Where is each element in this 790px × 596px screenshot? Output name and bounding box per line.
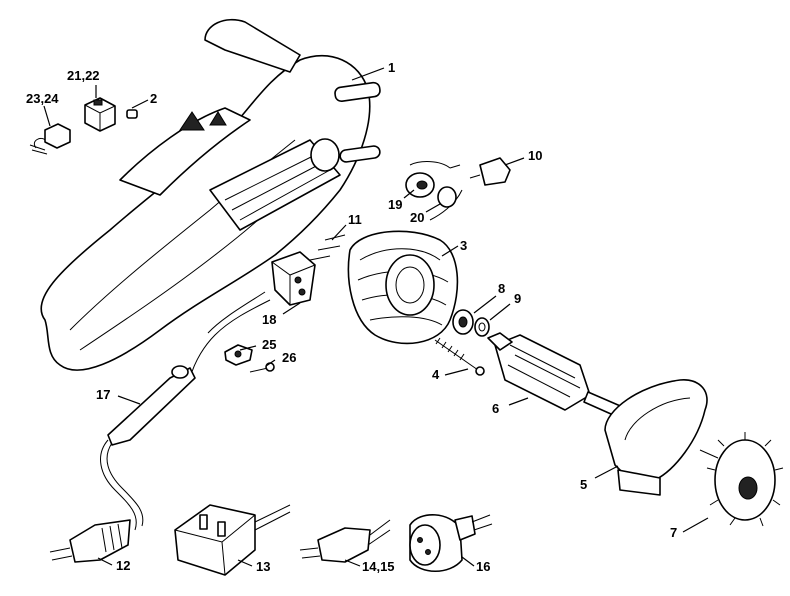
label-7: 7	[670, 525, 677, 540]
label-16: 16	[476, 559, 490, 574]
label-6: 6	[492, 401, 499, 416]
label-9: 9	[514, 291, 521, 306]
adapter-plug	[409, 514, 493, 572]
label-13: 13	[256, 559, 270, 574]
label-2: 2	[150, 91, 157, 106]
end-bracket	[604, 379, 708, 496]
label-19: 19	[388, 197, 402, 212]
label-21-22: 21,22	[67, 68, 100, 83]
cable-clamp	[224, 344, 253, 366]
label-10: 10	[528, 148, 542, 163]
label-5: 5	[580, 477, 587, 492]
screw-4	[434, 337, 485, 376]
bearing-8	[452, 309, 474, 335]
switch	[429, 157, 511, 221]
gear	[699, 432, 784, 527]
terminal-block	[271, 251, 316, 306]
housing-shell	[40, 18, 381, 371]
two-pin-plug	[299, 519, 391, 563]
label-3: 3	[460, 238, 467, 253]
label-12: 12	[116, 558, 130, 573]
armature	[487, 332, 626, 419]
part-2-plug	[126, 109, 138, 119]
label-4: 4	[432, 367, 440, 382]
stator-field-coil	[347, 230, 459, 345]
label-23-24: 23,24	[26, 91, 59, 106]
label-14-15: 14,15	[362, 559, 395, 574]
part-labels: 1 2 3 4 5 6 7 8 9 10 11 12 13 14,15 16 1…	[26, 60, 677, 574]
power-cord	[100, 291, 271, 531]
label-17: 17	[96, 387, 110, 402]
label-26: 26	[282, 350, 296, 365]
washer-20	[437, 186, 457, 208]
clamp-screw	[249, 362, 275, 373]
leader-lines	[43, 67, 709, 567]
euro-plug	[49, 519, 131, 563]
label-11: 11	[348, 212, 362, 227]
label-18: 18	[262, 312, 276, 327]
uk-plug	[174, 504, 291, 576]
label-8: 8	[498, 281, 505, 296]
label-25: 25	[262, 337, 276, 352]
label-1: 1	[388, 60, 395, 75]
washer-9	[474, 317, 490, 337]
brush-holder	[84, 97, 116, 132]
label-20: 20	[410, 210, 424, 225]
carbon-brush	[29, 123, 71, 155]
